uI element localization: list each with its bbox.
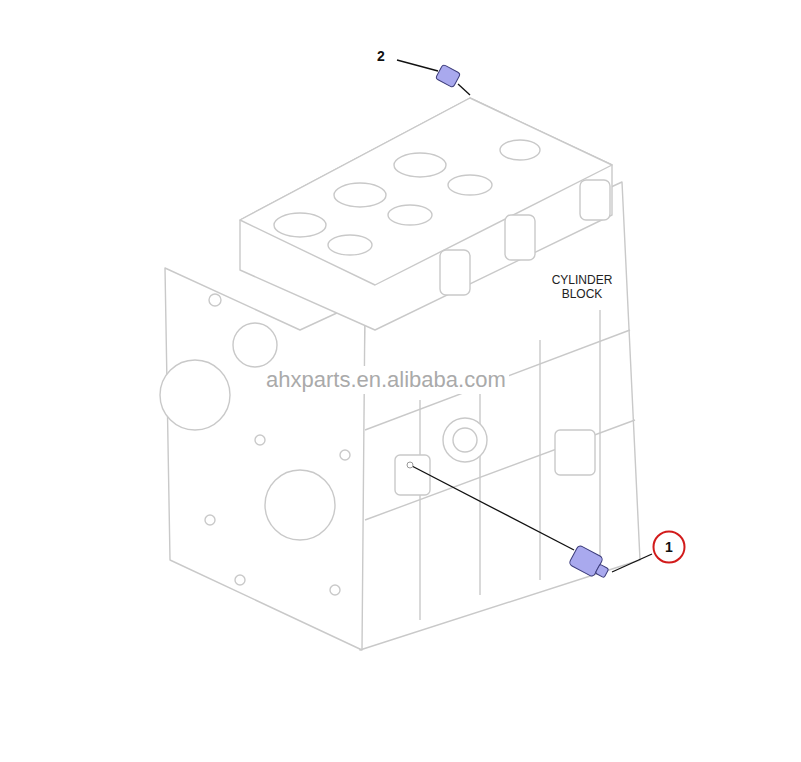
leader-line bbox=[397, 60, 438, 71]
part-name: CYLINDER BLOCK bbox=[540, 272, 624, 303]
callout-number: 1 bbox=[652, 539, 686, 555]
callout-circle: 1 bbox=[652, 530, 686, 564]
leader-line bbox=[410, 465, 574, 550]
watermark: ahxparts.en.alibaba.com bbox=[263, 366, 509, 394]
part-2 bbox=[435, 64, 460, 88]
callout-number: 2 bbox=[377, 48, 385, 64]
front-plate bbox=[165, 268, 365, 650]
head-top bbox=[240, 98, 612, 285]
mount-hole bbox=[407, 462, 413, 468]
leader-line bbox=[458, 84, 470, 95]
part-1-tip bbox=[595, 564, 609, 578]
leader-line bbox=[612, 554, 652, 572]
